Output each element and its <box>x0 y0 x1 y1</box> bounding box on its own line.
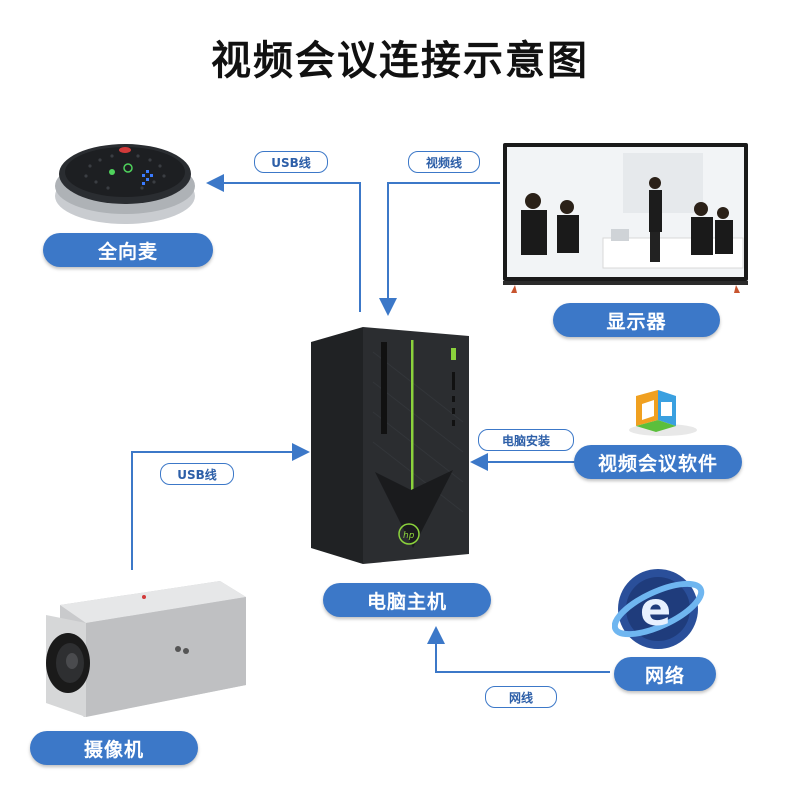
ie-globe-icon: e <box>612 569 705 649</box>
mic-usb-line <box>206 174 361 312</box>
svg-text:hp: hp <box>403 531 415 541</box>
pc-tower-icon: hp <box>311 327 469 564</box>
tag-pc-install: 电脑安装 <box>478 429 574 451</box>
node-microphone: 全向麦 <box>43 233 213 267</box>
node-display: 显示器 <box>553 303 720 337</box>
camera-icon <box>46 581 246 717</box>
omnidirectional-mic-icon <box>55 144 195 224</box>
video-line <box>379 182 500 316</box>
tag-mic-usb: USB线 <box>254 151 328 173</box>
network-line <box>427 626 610 673</box>
software-logo-icon <box>629 390 697 436</box>
node-computer: 电脑主机 <box>323 583 491 617</box>
node-software: 视频会议软件 <box>574 445 742 479</box>
page-title: 视频会议连接示意图 <box>211 38 589 84</box>
monitor-icon <box>503 143 748 293</box>
tag-video-cable: 视频线 <box>408 151 480 173</box>
node-network: 网络 <box>614 657 716 691</box>
tag-camera-usb: USB线 <box>160 463 234 485</box>
svg-text:e: e <box>640 582 671 636</box>
camera-usb-line <box>131 443 310 570</box>
tag-network-cable: 网线 <box>485 686 557 708</box>
node-camera: 摄像机 <box>30 731 198 765</box>
